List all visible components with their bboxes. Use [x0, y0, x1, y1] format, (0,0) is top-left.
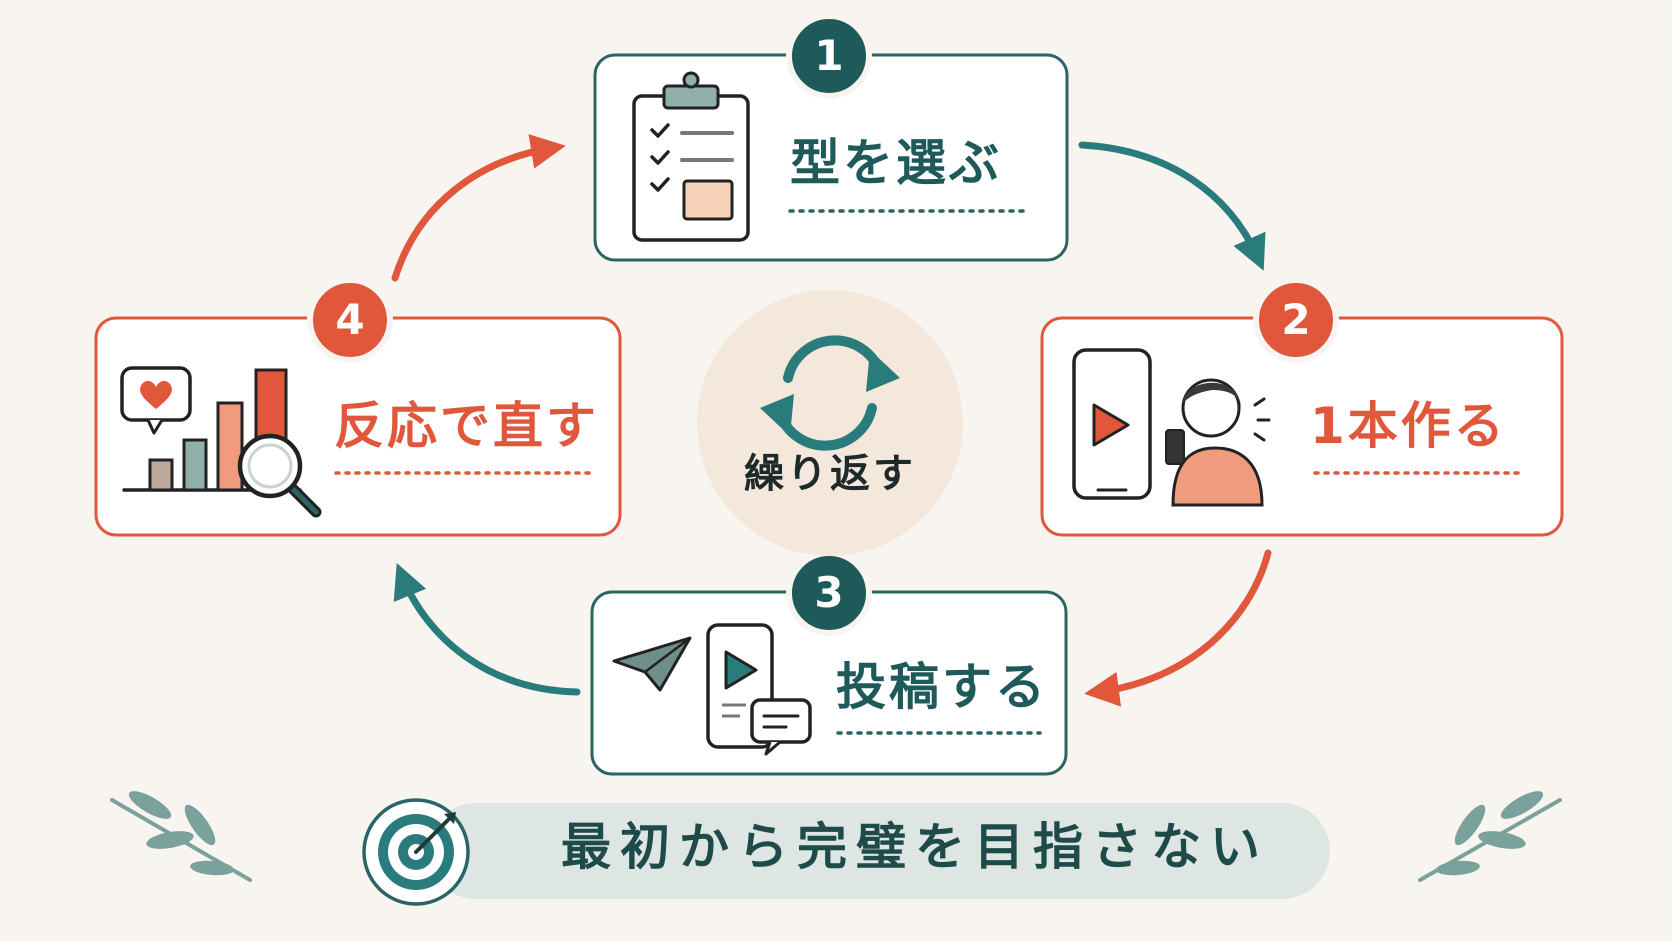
- step3-number: 3: [814, 568, 844, 617]
- analytics-chart-icon: [120, 366, 322, 518]
- footer-pill: [428, 803, 1330, 899]
- clipboard-checklist-icon: [632, 71, 750, 242]
- arrow-step2-to-step3: [1084, 549, 1272, 707]
- step4-number: 4: [335, 295, 365, 344]
- step1-badge: [786, 13, 872, 99]
- step3-title: 投稿する: [836, 658, 1048, 716]
- arrow-step1-to-step2: [1078, 141, 1266, 271]
- paper-plane-post-icon: [612, 623, 812, 756]
- center-label: 繰り返す: [744, 451, 916, 497]
- step1-title: 型を選ぶ: [790, 134, 1002, 192]
- phone-video-person-icon: [1072, 348, 1271, 507]
- arrow-step4-to-step1: [391, 134, 566, 282]
- step2-number: 2: [1281, 295, 1311, 344]
- center-circle: [697, 290, 963, 556]
- step4-title: 反応で直す: [334, 397, 599, 455]
- step1-number: 1: [814, 31, 844, 80]
- target-icon: [362, 798, 470, 906]
- step2-title: 1本作る: [1310, 397, 1507, 455]
- footer-message: 最初から完璧を目指さない: [561, 818, 1269, 876]
- cycle-arrows-icon: [760, 335, 900, 451]
- arrow-step3-to-step4: [393, 563, 581, 696]
- step4-badge: [307, 277, 393, 363]
- step2-badge: [1253, 277, 1339, 363]
- right-leaf-sprig-icon: [1418, 791, 1562, 882]
- left-leaf-sprig-icon: [110, 791, 252, 882]
